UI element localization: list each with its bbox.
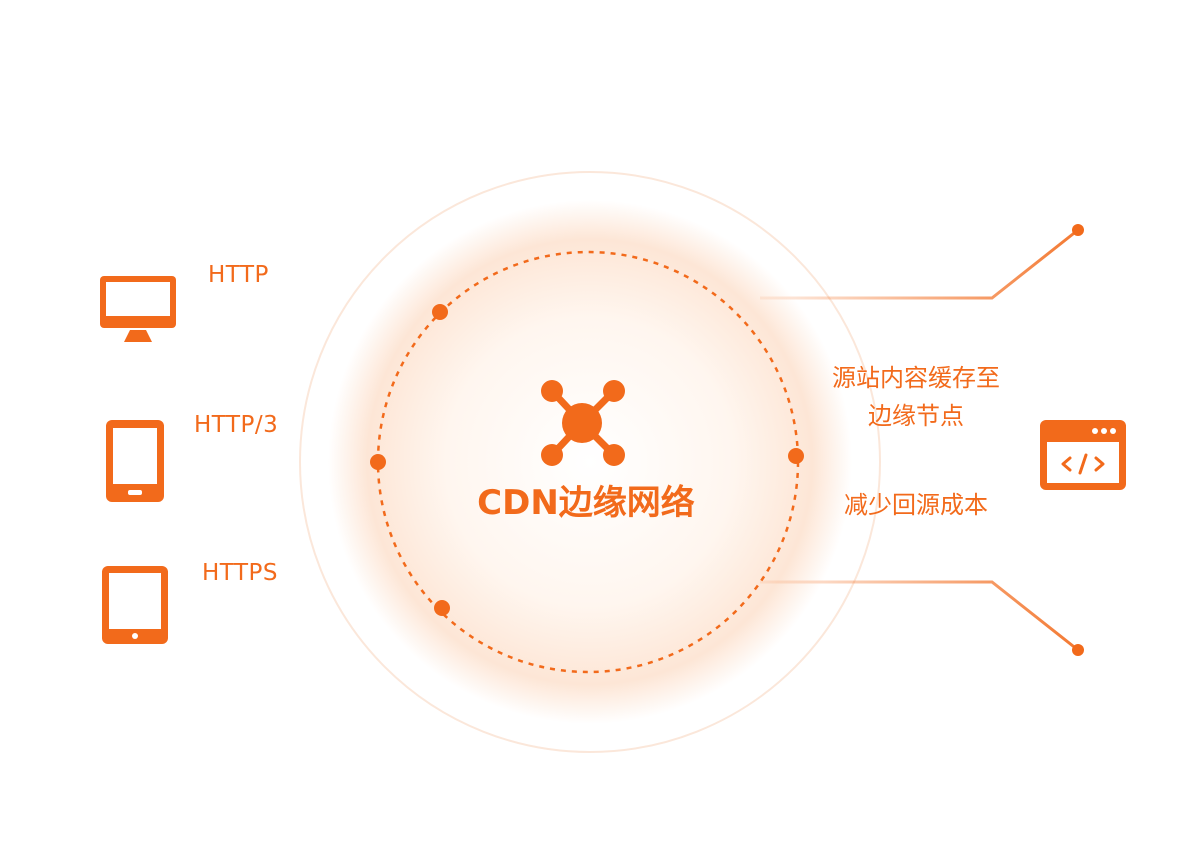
http3-node bbox=[370, 454, 386, 470]
glow-halo bbox=[328, 200, 852, 724]
top-branch-node bbox=[1072, 224, 1084, 236]
network-hub-icon bbox=[541, 380, 625, 466]
browser-code-icon bbox=[1040, 420, 1126, 490]
top-branch-line bbox=[760, 228, 1079, 300]
https-label: HTTPS bbox=[202, 560, 278, 586]
cache-text-line2: 边缘节点 bbox=[868, 402, 964, 430]
cache-text-line1: 源站内容缓存至 bbox=[832, 364, 1000, 392]
https-node bbox=[434, 600, 450, 616]
phone-icon bbox=[106, 420, 164, 502]
http-node bbox=[432, 304, 448, 320]
tablet-icon bbox=[102, 566, 168, 644]
origin-node bbox=[788, 448, 804, 464]
bottom-branch-node bbox=[1072, 644, 1084, 656]
bottom-branch-line bbox=[760, 580, 1079, 652]
center-title: CDN边缘网络 bbox=[477, 483, 695, 523]
desktop-monitor-icon bbox=[100, 276, 176, 342]
http-label: HTTP bbox=[208, 262, 269, 288]
http3-label: HTTP/3 bbox=[194, 412, 279, 438]
reduce-cost-text: 减少回源成本 bbox=[844, 491, 988, 519]
